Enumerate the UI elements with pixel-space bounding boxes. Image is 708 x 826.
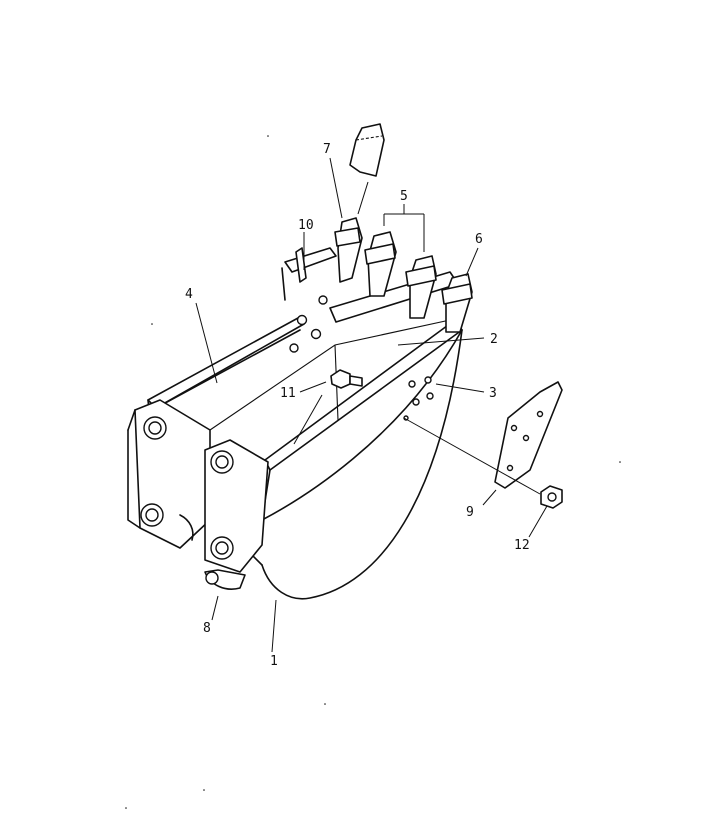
- wear-strip: [295, 247, 307, 283]
- pin-lug: [204, 569, 246, 590]
- callout-9: 9: [466, 505, 474, 520]
- leader-lines: [195, 157, 548, 653]
- side-cutter: [494, 381, 563, 489]
- tooth-3: [405, 255, 437, 319]
- scan-specks: [125, 135, 621, 809]
- callout-8: 8: [203, 621, 211, 636]
- callout-10: 10: [298, 218, 314, 233]
- callout-6: 6: [475, 232, 483, 247]
- tooth-2: [364, 231, 397, 297]
- tooth-point: [349, 123, 385, 177]
- callout-5: 5: [400, 189, 408, 204]
- callout-12: 12: [514, 538, 530, 553]
- callout-11: 11: [280, 386, 296, 401]
- tooth-7: [334, 217, 363, 283]
- callout-3: 3: [489, 386, 497, 401]
- nut: [540, 485, 563, 509]
- hinge-bracket-right: [179, 439, 269, 573]
- callout-7: 7: [323, 142, 331, 157]
- tooth-6: [441, 273, 473, 333]
- callout-4: 4: [185, 287, 193, 302]
- bucket-teeth: [334, 123, 473, 333]
- callout-labels: 1 2 3 4 5 6 7 8 9 10 11 12: [185, 142, 530, 669]
- bolt: [330, 369, 363, 389]
- callout-2: 2: [490, 332, 498, 347]
- hinge-bracket-left: [127, 399, 211, 549]
- callout-1: 1: [270, 654, 278, 669]
